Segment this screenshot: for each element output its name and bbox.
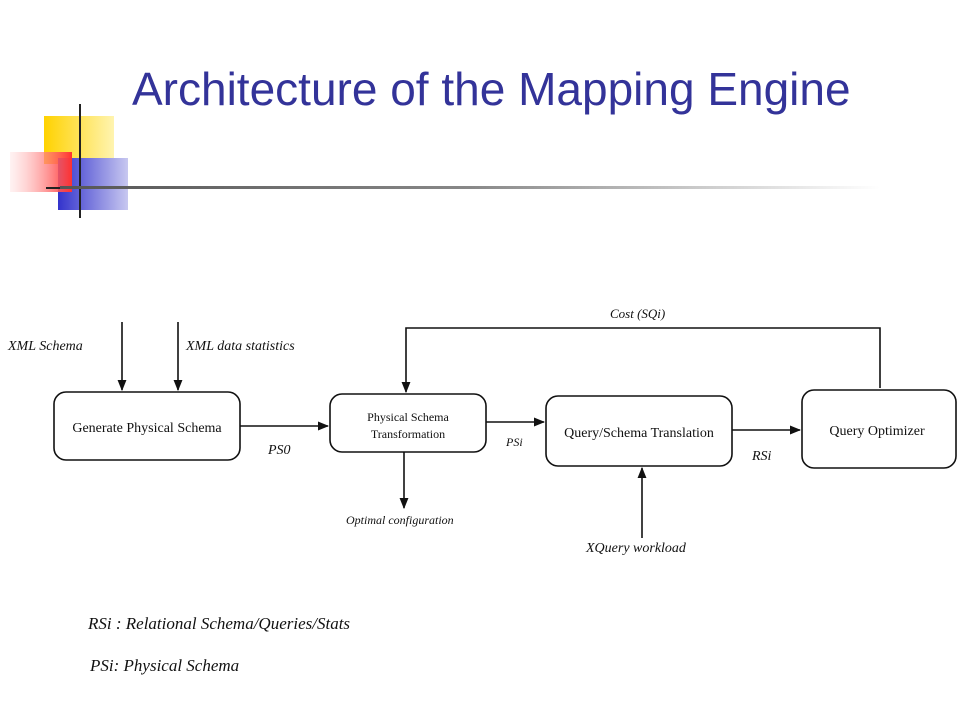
legend-psi: PSi: Physical Schema [90,656,240,675]
ps0-label: PS0 [267,443,291,458]
query-schema-translation-box [545,395,733,467]
decorative-logo-icon [10,104,138,218]
xml-schema-label: XML Schema [7,339,83,354]
architecture-diagram: XML Schema XML data statistics Generate … [7,306,957,556]
physical-schema-transformation-label-line1: Physical Schema [367,410,449,424]
query-schema-translation-label: Query/Schema Translation [564,426,714,441]
title-divider [60,186,880,189]
query-optimizer-box [801,389,957,469]
page-title: Architecture of the Mapping Engine [132,63,851,115]
xml-data-statistics-label: XML data statistics [185,339,295,354]
rsi-label: RSi [751,449,772,464]
cost-feedback-arrow [401,327,881,394]
psi-label: PSi [505,435,523,449]
generate-physical-schema-label: Generate Physical Schema [72,421,222,436]
physical-schema-transformation-label-line2: Transformation [371,427,445,441]
optimal-configuration-label: Optimal configuration [346,513,454,527]
physical-schema-transformation-box [329,393,487,453]
cost-label: Cost (SQi) [610,306,665,321]
legend-rsi: RSi : Relational Schema/Queries/Stats [88,614,351,633]
xquery-workload-label: XQuery workload [585,541,687,556]
query-optimizer-label: Query Optimizer [829,424,925,439]
